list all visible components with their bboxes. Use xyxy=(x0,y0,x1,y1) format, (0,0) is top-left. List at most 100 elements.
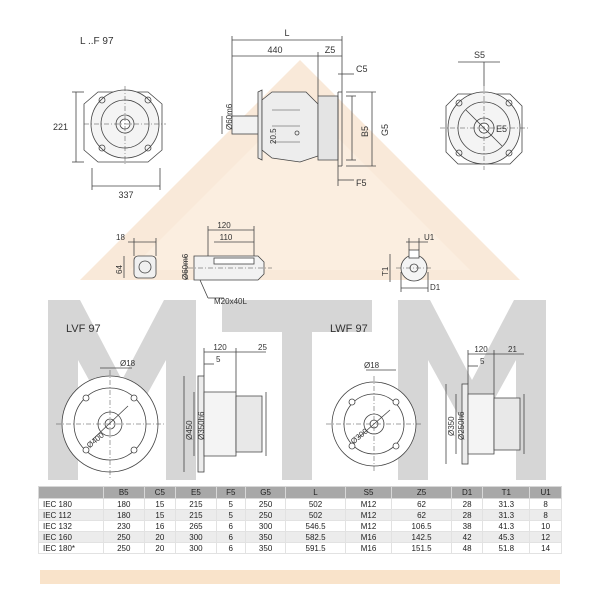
dim-U1: U1 xyxy=(424,233,435,242)
view-key-1 xyxy=(123,238,157,279)
lwf-dim-21: 21 xyxy=(508,345,517,354)
table-cell: 6 xyxy=(215,520,246,532)
lvf-dim-120: 120 xyxy=(213,343,227,352)
table-cell: 502 xyxy=(285,498,346,510)
table-cell: 250 xyxy=(244,509,287,521)
table-header-cell xyxy=(38,486,104,499)
table-cell: 582.5 xyxy=(285,531,346,543)
watermark-triangle-inner xyxy=(130,100,470,270)
watermark-strip xyxy=(40,570,560,584)
table-header-cell: L xyxy=(285,486,346,499)
table-cell: 31.3 xyxy=(482,509,531,521)
table-cell: 12 xyxy=(529,531,562,543)
table-header-cell: U1 xyxy=(529,486,562,499)
dim-Z5: Z5 xyxy=(325,45,336,55)
table-cell: 5 xyxy=(215,509,246,521)
view-key-2 xyxy=(389,238,432,292)
table-cell: 215 xyxy=(175,509,217,521)
table-header-cell: S5 xyxy=(344,486,393,499)
view-top-left xyxy=(72,86,166,190)
table-header-cell: D1 xyxy=(450,486,484,499)
table-cell: 51.8 xyxy=(482,542,531,554)
dim-shaft-120: 120 xyxy=(217,221,231,230)
dim-T1: T1 xyxy=(381,266,390,276)
dim-F5: F5 xyxy=(356,178,367,188)
lwf-dim-5: 5 xyxy=(480,357,485,366)
lvf-dim-5: 5 xyxy=(216,355,221,364)
table-cell: 300 xyxy=(244,520,287,532)
table-cell: 31.3 xyxy=(482,498,531,510)
table-header-cell: C5 xyxy=(143,486,177,499)
dim-B5: B5 xyxy=(360,126,370,137)
table-cell: 250 xyxy=(103,542,145,554)
table-cell: 502 xyxy=(285,509,346,521)
lvf-dim-18: Ø18 xyxy=(120,359,136,368)
table-row-label: IEC 180 xyxy=(38,498,104,510)
table-row-label: IEC 132 xyxy=(38,520,104,532)
dim-C5: C5 xyxy=(356,64,368,74)
table-cell: 8 xyxy=(529,498,562,510)
title-lvf: LVF 97 xyxy=(66,323,101,335)
table-cell: 48 xyxy=(450,542,484,554)
table-cell: 62 xyxy=(391,509,452,521)
table-header-cell: F5 xyxy=(215,486,246,499)
dim-shaft-dia: Ø60m6 xyxy=(181,253,190,280)
dim-key-64: 64 xyxy=(115,265,124,274)
table-header-cell: Z5 xyxy=(391,486,452,499)
view-lvf xyxy=(56,348,267,478)
table-cell: 28 xyxy=(450,509,484,521)
view-side xyxy=(221,36,376,186)
table-cell: 142.5 xyxy=(391,531,452,543)
dim-E5: E5 xyxy=(496,124,507,134)
table-cell: 16 xyxy=(143,520,177,532)
table-header-cell: E5 xyxy=(175,486,217,499)
table-cell: 6 xyxy=(215,531,246,543)
table-cell: 300 xyxy=(175,542,217,554)
view-shaft xyxy=(185,226,272,299)
table-cell: 62 xyxy=(391,498,452,510)
table-cell: 14 xyxy=(529,542,562,554)
table-row-label: IEC 112 xyxy=(38,509,104,521)
dim-20-5: 20.5 xyxy=(269,128,278,144)
table-cell: M12 xyxy=(344,498,393,510)
table-cell: 180 xyxy=(103,498,145,510)
dim-key-18: 18 xyxy=(116,233,125,242)
table-cell: 350 xyxy=(244,542,287,554)
lwf-dim-250: Ø250h6 xyxy=(457,411,466,440)
table-cell: 15 xyxy=(143,498,177,510)
table-cell: 350 xyxy=(244,531,287,543)
table-cell: 20 xyxy=(143,542,177,554)
table-cell: 546.5 xyxy=(285,520,346,532)
table-cell: 265 xyxy=(175,520,217,532)
table-cell: 20 xyxy=(143,531,177,543)
table-cell: M16 xyxy=(344,531,393,543)
title-lwf: LWF 97 xyxy=(330,323,368,335)
table-cell: M12 xyxy=(344,520,393,532)
table-header-cell: B5 xyxy=(103,486,145,499)
table-cell: 5 xyxy=(215,498,246,510)
table-cell: 38 xyxy=(450,520,484,532)
table-header-cell: T1 xyxy=(482,486,531,499)
dim-L: L xyxy=(284,28,289,38)
lwf-dim-350: Ø350 xyxy=(447,416,456,436)
table-cell: 230 xyxy=(103,520,145,532)
table-cell: 151.5 xyxy=(391,542,452,554)
table-cell: 8 xyxy=(529,509,562,521)
table-header-cell: G5 xyxy=(244,486,287,499)
lwf-dim-120: 120 xyxy=(474,345,488,354)
table-cell: 10 xyxy=(529,520,562,532)
view-lwf xyxy=(326,350,525,472)
table-cell: M16 xyxy=(344,542,393,554)
dim-D1: D1 xyxy=(430,283,441,292)
lvf-dim-450: Ø450 xyxy=(185,420,194,440)
table-row-label: IEC 160 xyxy=(38,531,104,543)
lvf-dim-25: 25 xyxy=(258,343,267,352)
title-top-left: L ..F 97 xyxy=(80,36,114,47)
dim-G5: G5 xyxy=(380,124,390,136)
